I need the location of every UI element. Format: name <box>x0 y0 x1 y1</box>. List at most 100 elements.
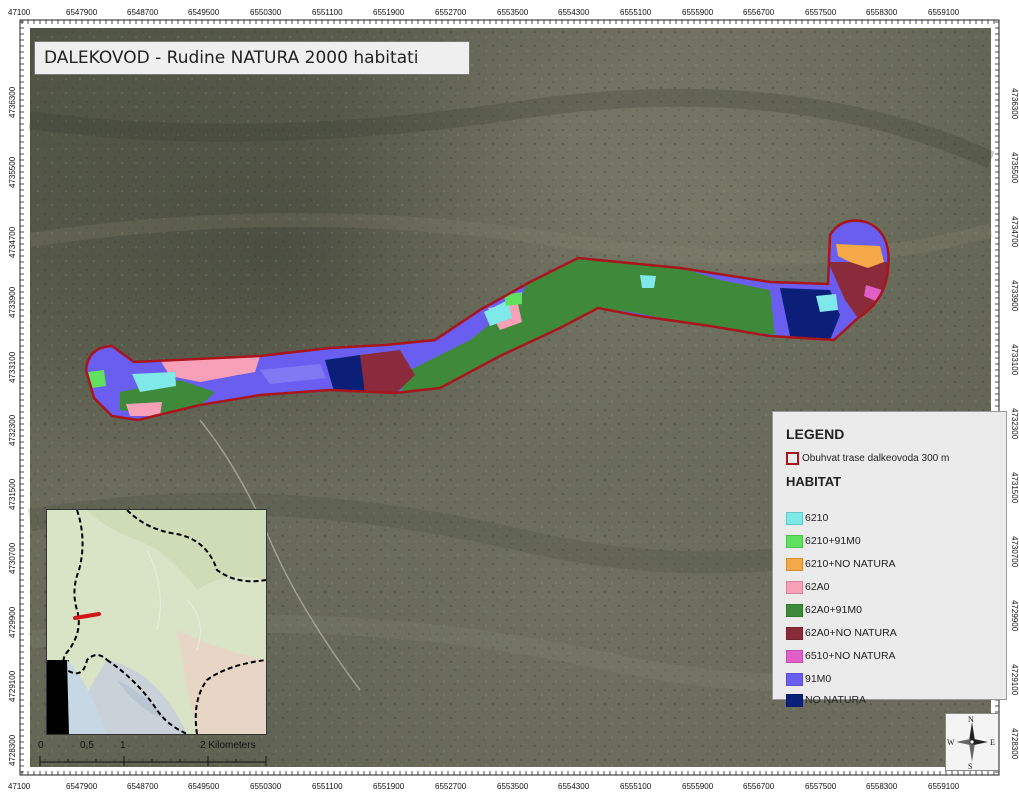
coord-label: 4729900 <box>8 606 17 638</box>
coord-label: 4728300 <box>8 734 17 766</box>
coord-label: 6558300 <box>866 782 898 791</box>
coord-label: 6557500 <box>805 782 837 791</box>
route-outline-swatch <box>786 452 799 465</box>
legend-swatch <box>786 693 803 707</box>
legend-swatch <box>786 511 803 525</box>
coord-label: 6559100 <box>928 782 960 791</box>
coord-label: 4733900 <box>1010 280 1019 312</box>
legend-item-label: 91M0 <box>805 673 832 685</box>
coord-label: 4736300 <box>1010 88 1019 120</box>
coord-label: 6559100 <box>928 8 960 17</box>
coord-label: 6551100 <box>312 8 343 17</box>
north-label: N <box>968 715 974 724</box>
legend-item: 6510+NO NATURA <box>786 648 896 664</box>
coord-label: 6555100 <box>620 8 652 17</box>
legend-swatch <box>786 603 803 617</box>
west-label: W <box>947 738 955 747</box>
compass-rose-icon: N S E W <box>947 715 995 771</box>
scale-label-half: 0,5 <box>80 740 94 751</box>
coord-label: 6551900 <box>373 782 405 791</box>
legend-item: 6210 <box>786 510 828 526</box>
scale-label-2: 2 Kilometers <box>200 740 256 751</box>
coord-label: 6557500 <box>805 8 837 17</box>
north-arrow: N S E W <box>945 713 999 771</box>
legend-route-label: Obuhvat trase dalkeovoda 300 m <box>802 453 950 464</box>
legend-item: 62A0+NO NATURA <box>786 625 897 641</box>
coord-label: 4732300 <box>1010 408 1019 440</box>
legend-item-label: 6510+NO NATURA <box>805 650 896 662</box>
legend-item-label: 6210+NO NATURA <box>805 558 896 570</box>
south-label: S <box>968 762 972 770</box>
coord-label: 6556700 <box>743 782 775 791</box>
coord-label: 6554300 <box>558 8 590 17</box>
legend-item: 62A0 <box>786 579 830 595</box>
legend-item: 62A0+91M0 <box>786 602 862 618</box>
coord-label: 4730700 <box>1010 536 1019 568</box>
coord-label: 6555900 <box>682 782 714 791</box>
inset-locator-map <box>46 509 267 735</box>
coord-label: 4730700 <box>8 542 17 574</box>
coord-label: 4729100 <box>1010 664 1019 696</box>
legend-swatch <box>786 580 803 594</box>
coord-label: 4736300 <box>8 86 17 118</box>
coord-label: 6551100 <box>312 782 343 791</box>
coord-label: 4733100 <box>8 351 17 383</box>
coord-label: 6552700 <box>435 782 467 791</box>
coord-label: 4734700 <box>1010 216 1019 248</box>
coord-label: 4728300 <box>1010 728 1019 760</box>
legend-panel: LEGEND Obuhvat trase dalkeovoda 300 m HA… <box>772 411 1007 707</box>
legend-swatch <box>786 534 803 548</box>
right-coordinates: 4736300 4735500 4734700 4733900 4733100 … <box>1010 88 1019 760</box>
frame-ticks <box>20 20 999 775</box>
coord-label: 4731500 <box>8 478 17 510</box>
legend-item-label: 62A0+NO NATURA <box>805 627 897 639</box>
legend-item: 6210+91M0 <box>786 533 861 549</box>
legend-item: NO NATURA <box>786 692 866 708</box>
map-title: DALEKOVOD - Rudine NATURA 2000 habitati <box>34 41 470 75</box>
coord-label: 6558300 <box>866 8 898 17</box>
coord-label: 6549500 <box>188 8 220 17</box>
scale-bar-graphic <box>39 756 267 766</box>
legend-item: 91M0 <box>786 671 831 687</box>
coord-label: 4735500 <box>1010 152 1019 184</box>
coord-label: 6553500 <box>497 8 529 17</box>
inset-map-graphic <box>47 510 266 734</box>
legend-swatch <box>786 557 803 571</box>
scale-label-1: 1 <box>120 740 126 751</box>
legend-subtitle: HABITAT <box>786 474 842 489</box>
coord-label: 47100 <box>8 8 31 17</box>
coord-label: 6555900 <box>682 8 714 17</box>
legend-item: 6210+NO NATURA <box>786 556 896 572</box>
coord-label: 6549500 <box>188 782 220 791</box>
inset-route-marker <box>73 612 101 620</box>
coord-label: 4729900 <box>1010 600 1019 632</box>
coord-label: 6547900 <box>66 782 98 791</box>
coord-label: 6550300 <box>250 782 282 791</box>
bottom-coordinates: 47100 6547900 6548700 6549500 6550300 65… <box>8 782 960 791</box>
coord-label: 6547900 <box>66 8 98 17</box>
legend-swatch <box>786 626 803 640</box>
coord-label: 6554300 <box>558 782 590 791</box>
legend-title: LEGEND <box>786 426 845 442</box>
coord-label: 6548700 <box>127 8 159 17</box>
coord-label: 4731500 <box>1010 472 1019 504</box>
top-coordinates: 47100 6547900 6548700 6549500 6550300 65… <box>8 8 960 17</box>
coord-label: 4735500 <box>8 156 17 188</box>
legend-swatch <box>786 649 803 663</box>
legend-route-entry: Obuhvat trase dalkeovoda 300 m <box>786 452 949 465</box>
coord-label: 6548700 <box>127 782 159 791</box>
legend-item-label: 6210 <box>805 512 829 524</box>
coord-label: 6550300 <box>250 8 282 17</box>
coord-label: 4733900 <box>8 286 17 318</box>
coord-label: 6553500 <box>497 782 529 791</box>
left-coordinates: 4736300 4735500 4734700 4733900 4733100 … <box>8 86 17 766</box>
scale-label-0: 0 <box>38 740 44 751</box>
coord-label: 4729100 <box>8 670 17 702</box>
coord-label: 6552700 <box>435 8 467 17</box>
coord-label: 6551900 <box>373 8 405 17</box>
coord-label: 6555100 <box>620 782 652 791</box>
coord-label: 4732300 <box>8 414 17 446</box>
coord-label: 6556700 <box>743 8 775 17</box>
coord-label: 4734700 <box>8 226 17 258</box>
coord-label: 47100 <box>8 782 31 791</box>
